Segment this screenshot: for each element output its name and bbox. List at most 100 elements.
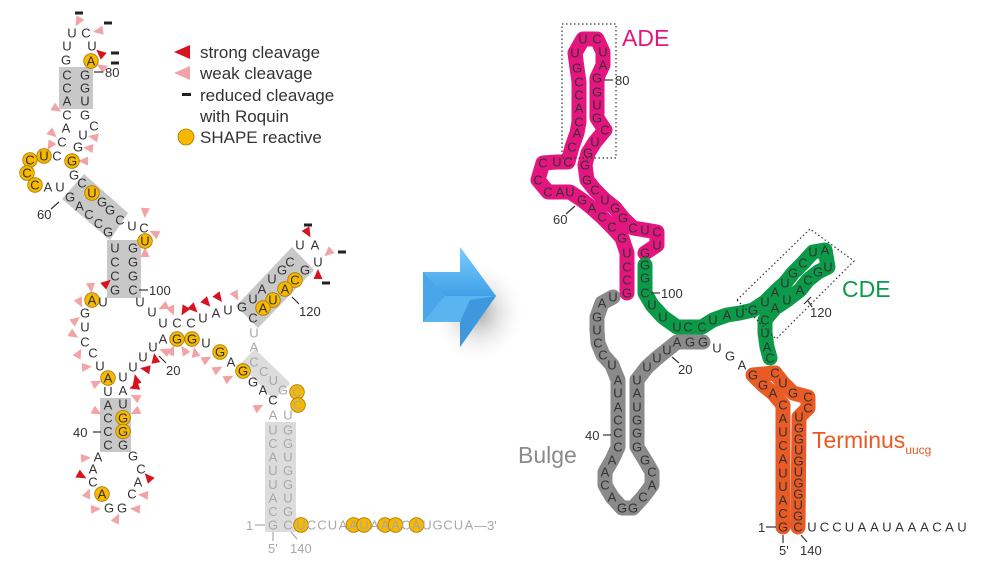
label-20: 20 xyxy=(166,363,180,378)
label-80: 80 xyxy=(105,65,119,80)
shape-reactive-marker xyxy=(235,363,251,379)
label-120: 120 xyxy=(810,305,832,320)
domain-label-terminus: Terminusuucg xyxy=(812,427,931,457)
shape-reactive-marker xyxy=(290,397,306,413)
transition-arrow-icon xyxy=(423,247,526,364)
label-5-prime: 5' xyxy=(268,541,278,556)
terminus-band xyxy=(767,365,816,535)
nucleotide-group: UCCUAAUAAACAUGCUA xyxy=(296,518,473,533)
strong-cleavage-icon xyxy=(75,469,87,479)
strong-cleavage-icon xyxy=(96,49,107,60)
weak-cleavage-icon xyxy=(96,64,108,74)
strong-cleavage-icon xyxy=(301,226,311,238)
weak-cleavage-icon xyxy=(46,127,57,138)
shape-reactive-markers xyxy=(19,53,425,533)
legend-strong: strong cleavage xyxy=(200,43,320,62)
strong-cleavage-icon xyxy=(132,374,142,385)
shape-reactive-marker xyxy=(184,331,200,347)
reduced-cleavage-icon xyxy=(338,250,346,254)
stem-box-ade xyxy=(59,67,93,109)
strong-cleavage-icon xyxy=(129,381,141,390)
weak-cleavage-icon xyxy=(110,513,120,525)
weak-cleavage-icon xyxy=(174,66,190,80)
shape-reactive-marker xyxy=(115,423,131,440)
shape-reactive-marker xyxy=(287,272,303,288)
weak-cleavage-icon xyxy=(93,25,104,35)
domain-label-cde: CDE xyxy=(842,276,891,302)
right-domain-bands xyxy=(530,31,836,535)
reduced-cleavage-icon xyxy=(111,51,119,55)
legend-reduced: reduced cleavage xyxy=(200,86,334,105)
nucleotide-group: GUCCU xyxy=(80,306,105,374)
strong-cleavage-icon xyxy=(212,291,222,302)
weak-cleavage-icon xyxy=(78,156,88,166)
shape-reactive-marker xyxy=(64,153,80,169)
weak-cleavage-icon xyxy=(88,133,99,143)
nucleotide-group: U xyxy=(140,234,149,249)
weak-cleavage-icon xyxy=(191,347,201,358)
nucleotide-group: GGU xyxy=(80,68,90,109)
nucleotide-group: UG xyxy=(61,39,72,68)
strong-cleavage-icon xyxy=(100,279,111,290)
weak-cleavage-icon xyxy=(200,356,212,366)
label-120: 120 xyxy=(299,304,321,319)
weak-cleavage-icon xyxy=(67,328,79,338)
legend-weak: weak cleavage xyxy=(199,64,312,83)
shape-reactive-marker xyxy=(137,233,153,249)
shape-reactive-marker xyxy=(36,148,52,164)
strong-cleavage-icon xyxy=(313,269,323,279)
weak-cleavage-icon xyxy=(69,316,80,327)
shape-reactive-marker xyxy=(408,517,425,533)
tail-nucleotides: UCCUAAUAAACAU xyxy=(807,520,966,535)
label-80: 80 xyxy=(615,73,629,88)
nucleotide-group: CACG xyxy=(127,449,145,502)
reduced-cleavage-icon xyxy=(304,223,312,227)
stem-box-terminus-diagonal xyxy=(240,349,290,400)
shape-reactive-marker xyxy=(83,53,99,69)
reduced-cleavage-icon xyxy=(111,61,119,65)
shape-reactive-marker xyxy=(356,517,372,533)
reduced-cleavage-icon xyxy=(182,93,191,96)
weak-cleavage-icon xyxy=(130,405,142,415)
nucleotide-group: UCCG xyxy=(110,241,120,298)
label-60: 60 xyxy=(37,207,51,222)
nucleotide-group: CCA xyxy=(62,68,71,109)
nucleotide-group: AUACCC xyxy=(103,371,112,453)
weak-cleavage-icon xyxy=(140,207,150,218)
label-60: 60 xyxy=(553,212,567,227)
weak-cleavage-icon xyxy=(222,375,234,385)
cde-dotted-box xyxy=(736,228,855,340)
label-1: 1 xyxy=(246,518,253,533)
unpaired-nucleotides: AGU xyxy=(712,341,746,373)
label-40: 40 xyxy=(585,428,599,443)
weak-cleavage-icon xyxy=(86,282,96,293)
weak-cleavage-icon xyxy=(72,348,82,360)
weak-cleavage-icon xyxy=(73,296,83,308)
terminus-subscript: uucg xyxy=(905,443,931,457)
left-numbering: 80 60 100 20 40 120 1 5' 140 —3' xyxy=(37,65,497,556)
nucleotide-group: AU xyxy=(88,293,108,310)
terminus-band xyxy=(745,365,791,535)
strong-cleavage-icon xyxy=(151,353,161,364)
label-100: 100 xyxy=(149,283,171,298)
nucleotide-group: GGUGGUGC xyxy=(283,423,293,533)
right-structure-nucleotides: GCCUGCCAGUACCCUCCACACCGUUCUAGGUGCUGGGCUG… xyxy=(533,32,966,535)
shape-reactive-marker xyxy=(84,185,100,201)
nucleotide-group: AU xyxy=(44,180,65,195)
label-40: 40 xyxy=(73,425,87,440)
weak-cleavage-icon xyxy=(83,144,94,153)
weak-cleavage-icon xyxy=(165,345,175,357)
cleavage-markers xyxy=(46,11,346,525)
weak-cleavage-icon xyxy=(75,15,85,27)
shape-reactive-marker xyxy=(84,292,100,308)
nucleotide-group: UAUGGG xyxy=(118,370,128,453)
right-domain-labels: ADE CDE Terminusuucg Bulge xyxy=(518,25,931,468)
bulge-band xyxy=(589,289,711,516)
weak-cleavage-icon xyxy=(252,404,264,414)
strong-cleavage-icon xyxy=(144,473,155,484)
weak-cleavage-icon xyxy=(165,304,175,316)
stem-box-diagonal xyxy=(62,174,128,240)
weak-cleavage-icon xyxy=(90,405,102,415)
strong-cleavage-icon xyxy=(200,296,211,307)
strong-cleavage-icon xyxy=(187,302,198,313)
